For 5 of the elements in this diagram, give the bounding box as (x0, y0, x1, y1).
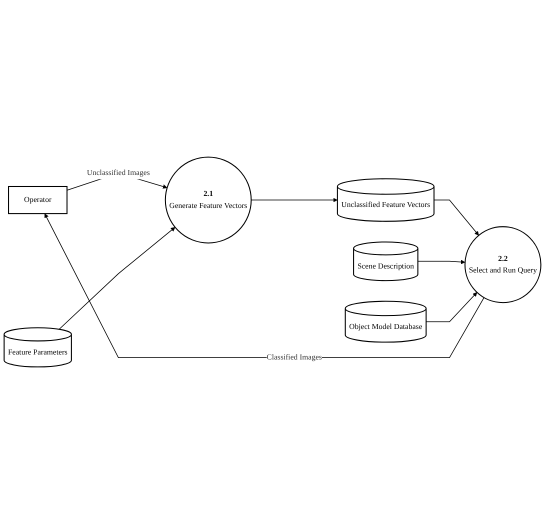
arrow (417, 260, 466, 264)
arrow (250, 198, 338, 202)
arrow (426, 292, 478, 322)
arrow (434, 200, 479, 236)
arrow (44, 213, 484, 358)
